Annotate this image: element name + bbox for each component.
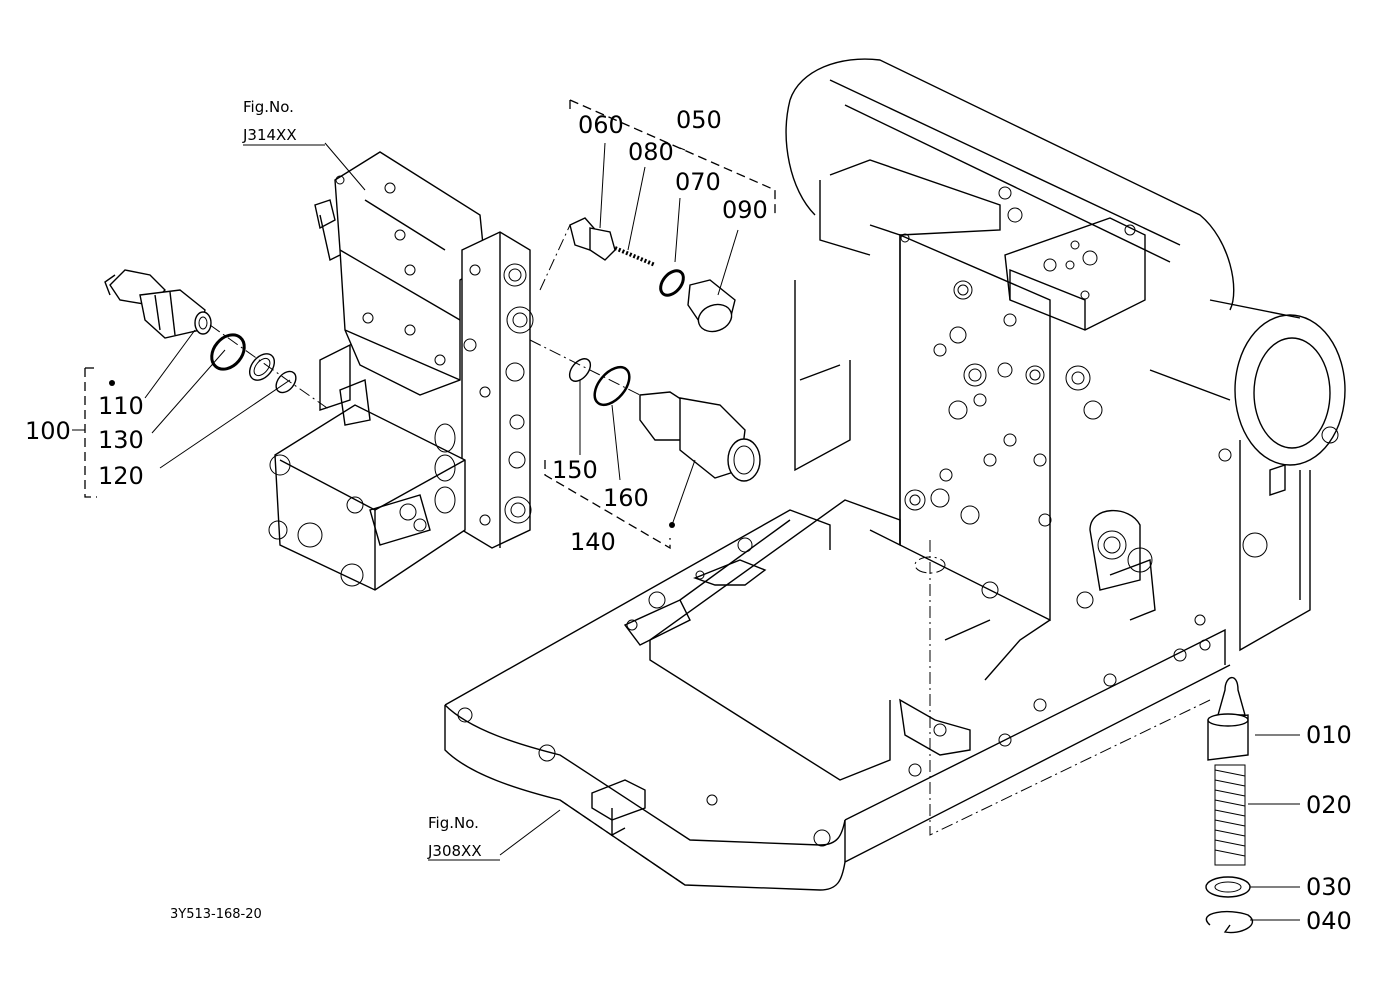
leader-lines	[72, 142, 1300, 921]
valve-body	[268, 151, 534, 591]
fig-ref-lower-line2: J308XX	[427, 842, 482, 860]
part-label-070: 070	[675, 168, 721, 196]
part-label-120: 120	[98, 462, 144, 490]
part-label-030: 030	[1306, 873, 1352, 901]
plug-140	[568, 358, 761, 482]
fig-ref-upper-line2: J314XX	[242, 126, 297, 144]
part-label-060: 060	[578, 111, 624, 139]
group-box-140	[544, 460, 671, 550]
part-label-160: 160	[603, 484, 649, 512]
part-label-130: 130	[98, 426, 144, 454]
part-label-020: 020	[1306, 791, 1352, 819]
part-label-100: 100	[25, 417, 71, 445]
fig-ref-lower-line1: Fig.No.	[428, 814, 479, 832]
part-label-080: 080	[628, 138, 674, 166]
part-label-140: 140	[570, 528, 616, 556]
assembly-centerline	[929, 540, 1211, 836]
group-dot-100	[109, 380, 115, 386]
base-plate	[444, 499, 1231, 891]
group-box-050	[569, 99, 776, 215]
group-box-100	[84, 368, 97, 498]
solenoid-cartridge-110	[104, 269, 212, 339]
o-ring-130	[210, 333, 246, 371]
part-label-150: 150	[552, 456, 598, 484]
fig-ref-upper-line1: Fig.No.	[243, 98, 294, 116]
group-dot-140	[669, 522, 675, 528]
relief-valve-assembly-050	[569, 217, 736, 333]
part-label-040: 040	[1306, 907, 1352, 935]
o-ring-120-small	[275, 370, 297, 394]
transmission-case	[785, 58, 1346, 652]
drawing-code: 3Y513-168-20	[170, 907, 262, 922]
part-label-010: 010	[1306, 721, 1352, 749]
part-label-050: 050	[676, 106, 722, 134]
part-label-110: 110	[98, 392, 144, 420]
part-label-090: 090	[722, 196, 768, 224]
backup-ring-120	[248, 353, 276, 381]
pilot-valve-stack	[1205, 676, 1254, 934]
